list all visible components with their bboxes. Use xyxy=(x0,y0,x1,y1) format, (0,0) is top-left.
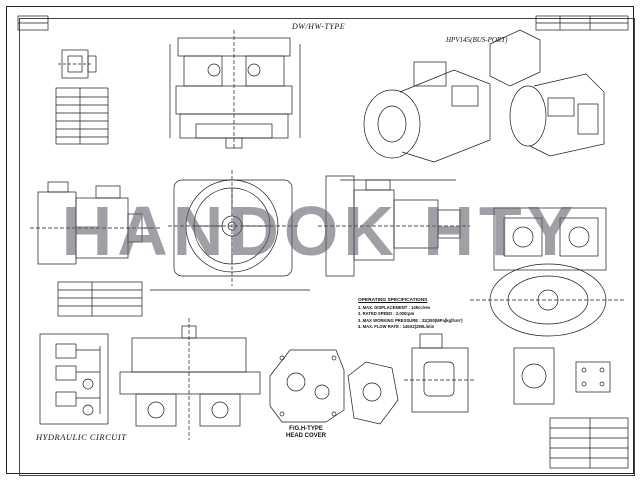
pump-right-side-view xyxy=(318,175,470,277)
spec-item: 4. MAX. FLOW RATE : 145X2(290L/min xyxy=(358,324,435,330)
hydraulic-circuit-schematic xyxy=(39,333,109,425)
hydraulic-circuit-title: HYDRAULIC CIRCUIT xyxy=(36,432,127,442)
spec-item: 1. MAX. DISPLACEMENT : 145cc/rev xyxy=(358,304,431,310)
isometric-pump-view-right xyxy=(509,73,605,157)
flange-front-view xyxy=(150,170,310,291)
head-cover-title: F/G.H-TYPE HEAD COVER xyxy=(286,426,326,440)
operating-specifications: OPERATING SPECIFICATIONS 1. MAX. DISPLAC… xyxy=(358,298,462,331)
drawing-frame xyxy=(19,18,635,476)
small-spec-table xyxy=(57,281,143,317)
part-detail-view xyxy=(58,49,97,79)
head-cover-view xyxy=(269,349,345,423)
revision-block xyxy=(535,15,629,31)
parts-table xyxy=(55,87,109,145)
specs-heading: OPERATING SPECIFICATIONS xyxy=(358,298,428,303)
spec-item: 2. RATED SPEED : 2,000rpm xyxy=(358,311,415,317)
section-view xyxy=(404,333,611,413)
spec-item: 3. MAX WORKING PRESSURE : 32(350)MPa(kgf… xyxy=(358,317,463,323)
head-cover-title-line1: F/G.H-TYPE xyxy=(289,426,323,432)
drawing-sheet xyxy=(6,6,635,476)
pump-bottom-front-view xyxy=(119,318,261,440)
isometric-pump-view xyxy=(363,29,541,163)
pump-top-view xyxy=(169,30,301,150)
port-block-view xyxy=(347,361,399,425)
top-left-label-block xyxy=(17,15,49,31)
title-block xyxy=(549,417,629,469)
valve-assembly-view xyxy=(470,207,626,337)
head-cover-title-line2: HEAD COVER xyxy=(286,433,327,439)
pump-left-side-view xyxy=(30,181,160,265)
port-title: HPV145(BUS-PORT) xyxy=(446,36,508,44)
type-title: DW/HW-TYPE xyxy=(292,22,346,31)
